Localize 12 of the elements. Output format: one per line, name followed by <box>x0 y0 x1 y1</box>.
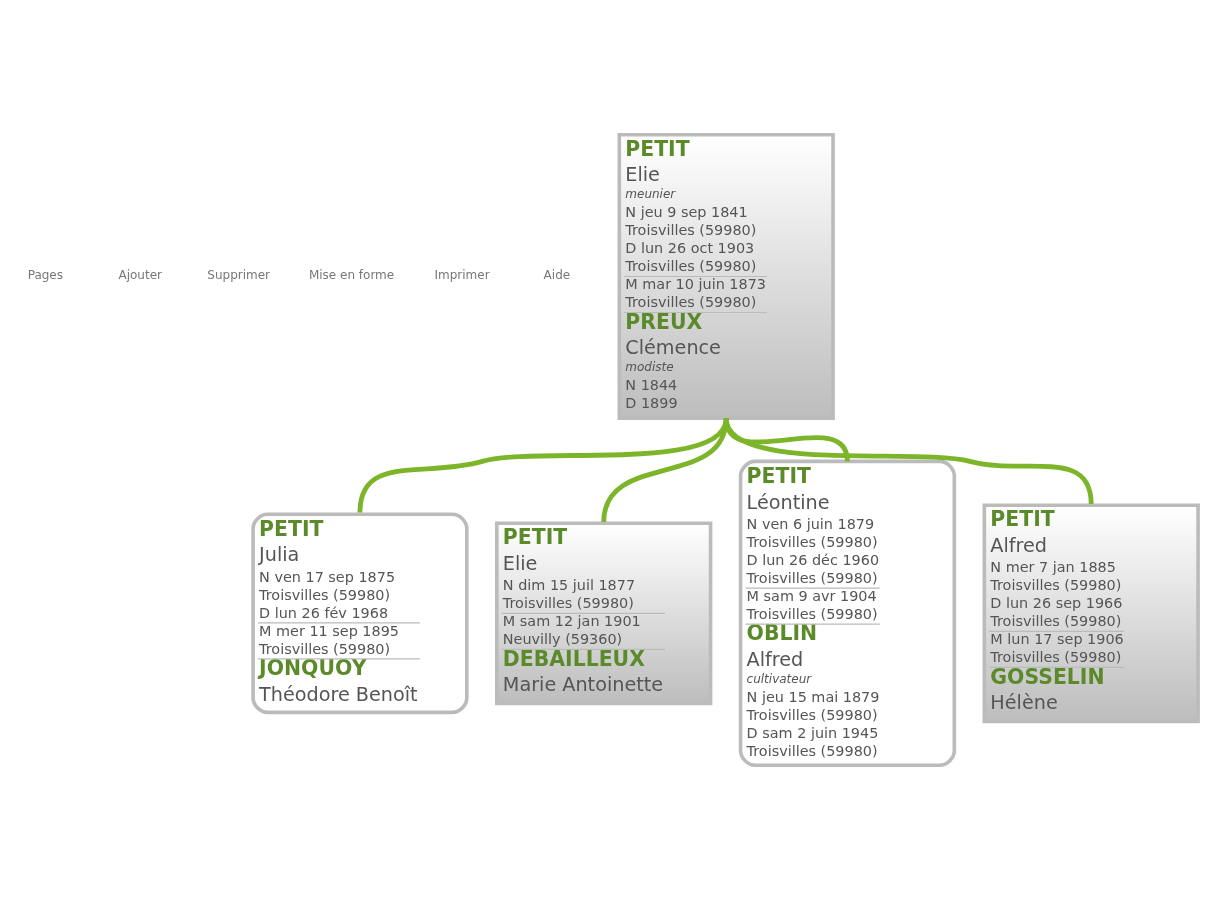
label: Imprimer <box>434 268 490 283</box>
label: Pages <box>27 268 64 283</box>
label: Aide <box>543 268 571 283</box>
node-box: PETIT Alfred N mer 7 jan 1885 Troisvilles (59980) D lun 26 sep 1966 Troisvilles (59980) M lun 17 sep 1906 Troisvilles (59980) GOSSELIN Hélène <box>982 503 1200 724</box>
node-box: PETIT Julia N ven 17 sep 1875 Troisvilles (59980) D lun 26 fév 1968 M mer 11 sep 1895 Troisvilles (59980) JONQUOY Théodore Benoît <box>251 512 469 715</box>
label: Supprimer <box>207 268 271 283</box>
node-box: PETIT Elie N dim 15 juil 1877 Troisvilles (59980) M sam 12 jan 1901 Neuvilly (59360) DEBAILLEUX Marie Antoinette <box>495 521 713 706</box>
node-box: PETIT Léontine N ven 6 juin 1879 Troisvilles (59980) D lun 26 déc 1960 Troisvilles (59980) M sam 9 avr 1904 Troisvilles (59980) OBLIN Alfred cultivateur N jeu 15 mai 1879 Troisvilles (59980) D sam 2 juin 1945 Troisvilles (59980) <box>738 459 957 767</box>
connector <box>723 417 1094 505</box>
label: Mise en forme <box>308 268 395 283</box>
node-box: PETIT Elie meunier N jeu 9 sep 1841 Troisvilles (59980) D lun 26 oct 1903 Troisvilles (59980) M mar 10 juin 1873 Troisvilles (59980) PREUX Clémence modiste N 1844 D 1899 <box>617 133 835 420</box>
label: Ajouter <box>118 268 162 283</box>
